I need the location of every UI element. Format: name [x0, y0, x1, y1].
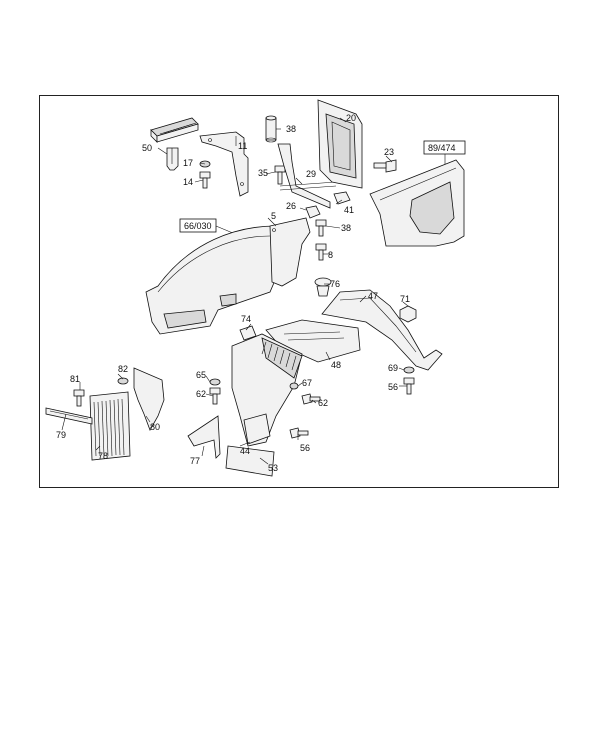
label-11: 11	[238, 141, 247, 151]
part-50-strip	[150, 117, 199, 143]
part-rear-splash-guard	[231, 333, 303, 447]
label-5: 5	[271, 211, 276, 221]
part-32-bolt	[274, 165, 286, 185]
part-14-bolt	[199, 171, 211, 189]
label-38: 38	[341, 223, 351, 233]
label-48: 48	[331, 360, 341, 370]
part-50-clip	[166, 147, 179, 171]
part-59-bolt	[209, 387, 221, 405]
part-44-flap	[243, 413, 271, 445]
label-74: 74	[241, 314, 251, 324]
label-8: 8	[328, 250, 333, 260]
leader-lines	[61, 117, 409, 465]
ref-label-89-474: 89/474	[428, 143, 456, 153]
label-80: 80	[150, 422, 160, 432]
part-11-bracket	[199, 131, 249, 197]
label-47: 47	[368, 291, 378, 301]
part-53-flap	[225, 445, 275, 477]
label-20: 20	[346, 113, 356, 123]
part-29-bracket	[277, 143, 331, 209]
exploded-parts-diagram: 89/474 66/030	[45, 99, 466, 477]
ref-label-66-030: 66/030	[184, 221, 212, 231]
label-78: 78	[98, 451, 108, 461]
label-17: 17	[183, 158, 193, 168]
label-71: 71	[400, 294, 410, 304]
part-89-474-rear-panel	[369, 159, 465, 247]
label-23: 23	[384, 147, 394, 157]
label-76: 76	[330, 279, 340, 289]
part-41-clip	[333, 191, 351, 205]
part-38-bolt	[315, 219, 327, 237]
label-41: 41	[344, 205, 354, 215]
part-5-panel	[269, 217, 311, 287]
part-56-bolt-right	[403, 377, 415, 395]
label-65: 65	[196, 370, 206, 380]
part-79-strip	[45, 407, 93, 425]
diagram-frame: 89/474 66/030	[39, 95, 559, 488]
label-67: 67	[302, 378, 312, 388]
part-35-sleeve	[265, 115, 277, 143]
label-77: 77	[190, 456, 200, 466]
part-62-bolt	[301, 393, 321, 405]
part-80-bracket	[133, 367, 165, 431]
part-82-washer	[117, 377, 129, 385]
part-8-bolt	[315, 243, 327, 261]
part-76-plug	[314, 277, 332, 297]
ref-box-66-030	[179, 218, 217, 233]
part-71-nut	[399, 305, 417, 323]
label-35: 38	[286, 124, 296, 134]
part-56-bolt-lower	[289, 427, 309, 439]
ref-box-89-474	[423, 140, 466, 155]
part-wheel-arch-front	[145, 225, 277, 335]
part-81-bolt	[73, 389, 85, 407]
label-82: 82	[118, 364, 128, 374]
label-62: 62	[318, 398, 328, 408]
label-32: 35	[258, 168, 268, 178]
label-59: 62	[196, 389, 206, 399]
label-81: 81	[70, 374, 80, 384]
part-65-washer	[209, 378, 221, 386]
label-79: 79	[56, 430, 66, 440]
part-26-nut	[305, 205, 321, 219]
part-77-bracket	[187, 415, 221, 459]
part-78-mud-flap	[89, 391, 131, 461]
label-56-right: 56	[388, 382, 398, 392]
label-44: 44	[240, 446, 250, 456]
label-50: 50	[142, 143, 152, 153]
label-56-lower: 56	[300, 443, 310, 453]
label-14: 14	[183, 177, 193, 187]
part-23-bolt	[373, 159, 397, 173]
label-29: 29	[306, 169, 316, 179]
part-20-panel	[317, 99, 363, 189]
part-47-liner	[321, 289, 443, 371]
label-53: 53	[268, 463, 278, 473]
label-26: 26	[286, 201, 296, 211]
part-67-washer	[289, 382, 299, 390]
label-69: 69	[388, 363, 398, 373]
part-69-washer	[403, 366, 415, 374]
